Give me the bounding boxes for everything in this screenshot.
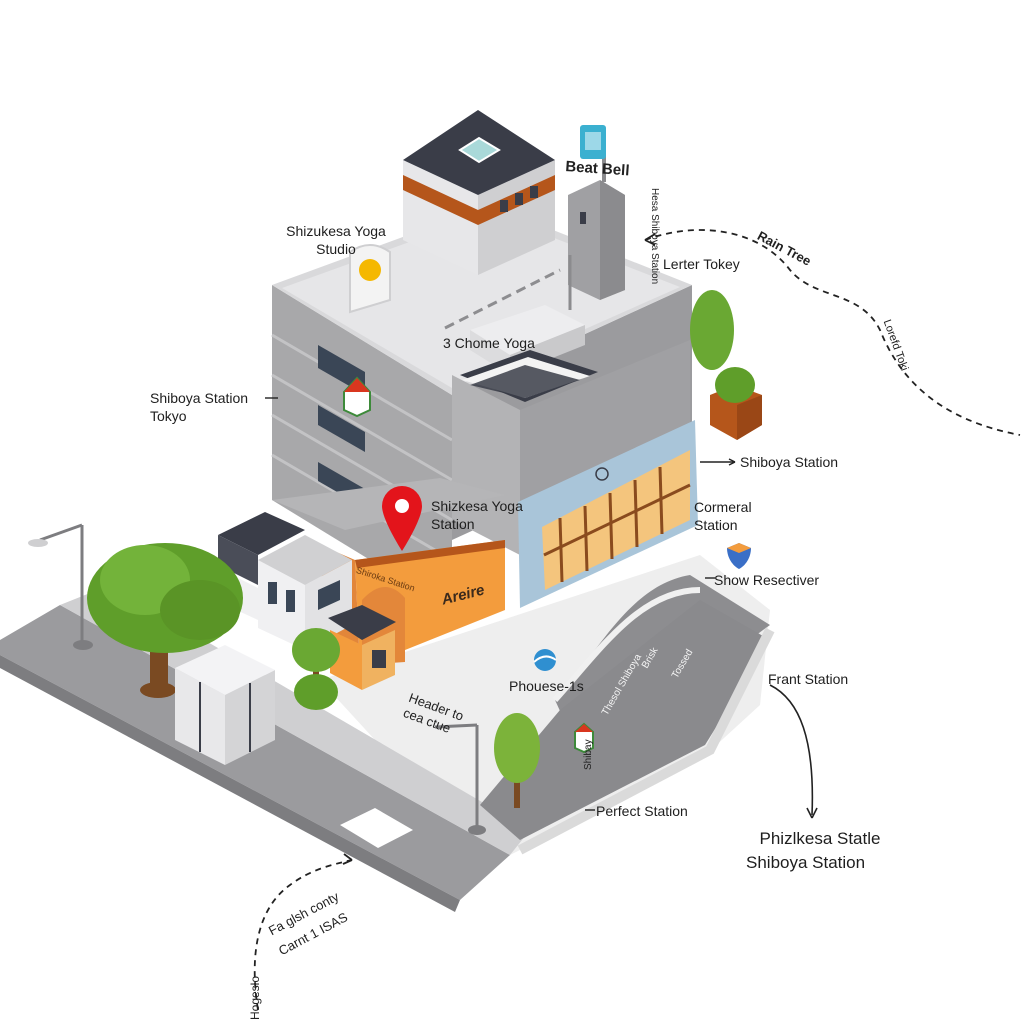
small-tree xyxy=(294,674,338,710)
perfect-station-label: Perfect Station xyxy=(596,803,688,819)
curved-road-lower xyxy=(480,600,770,840)
yoga-studio-label: Shizukesa Yoga Studio xyxy=(286,223,386,257)
globe-icon xyxy=(534,649,556,671)
skylight xyxy=(458,136,501,164)
globe-icon xyxy=(595,467,609,481)
callout-arrow xyxy=(769,684,814,816)
pin-label: Shizkesa Yoga Station xyxy=(431,498,523,532)
mid-building-right xyxy=(520,340,690,510)
shiboya-station-tokyo-label: Shiboya Station Tokyo xyxy=(150,390,249,424)
road-text-4: Shibay xyxy=(583,739,594,770)
tree-trunk xyxy=(150,640,168,695)
sidewalk-left xyxy=(60,585,530,855)
three-chome-yoga-label: 3 Chome Yoga xyxy=(443,335,535,351)
shiboya-station-right-label: Shiboya Station xyxy=(740,454,839,470)
route-handwriting-left-3: Hogeslo xyxy=(248,975,262,1020)
dark-block xyxy=(218,512,305,555)
crosswalk xyxy=(340,808,413,848)
location-pin-icon xyxy=(382,486,422,551)
street-curb xyxy=(0,655,460,912)
penthouse-brown-band xyxy=(403,175,555,225)
mid-building-left xyxy=(452,375,520,555)
lerter-tokey-label: Lerter Tokey xyxy=(663,256,740,272)
small-tree xyxy=(494,713,540,783)
shiboya-station-bottom-label: Shiboya Station xyxy=(746,853,866,872)
rooftop-unit-top xyxy=(470,305,585,355)
phouese-label: Phouese-1s xyxy=(509,678,584,694)
bush xyxy=(690,290,734,370)
small-tree xyxy=(292,628,340,672)
route-line xyxy=(644,229,1021,436)
road-edge xyxy=(552,587,701,703)
route-line xyxy=(253,859,353,1011)
frant-station-label: Frant Station xyxy=(768,671,849,687)
building-window xyxy=(318,405,365,452)
show-resectiver-label: Show Resectiver xyxy=(714,572,820,588)
phizlkesa-statle-label: Phizlkesa Statle xyxy=(759,829,881,848)
road-edge-outer xyxy=(517,627,775,855)
pole-text: Hesa Shiboya Station xyxy=(649,188,660,285)
orange-booth-roof xyxy=(328,605,396,640)
cormeral-station-label: Cormeral Station xyxy=(694,499,752,533)
